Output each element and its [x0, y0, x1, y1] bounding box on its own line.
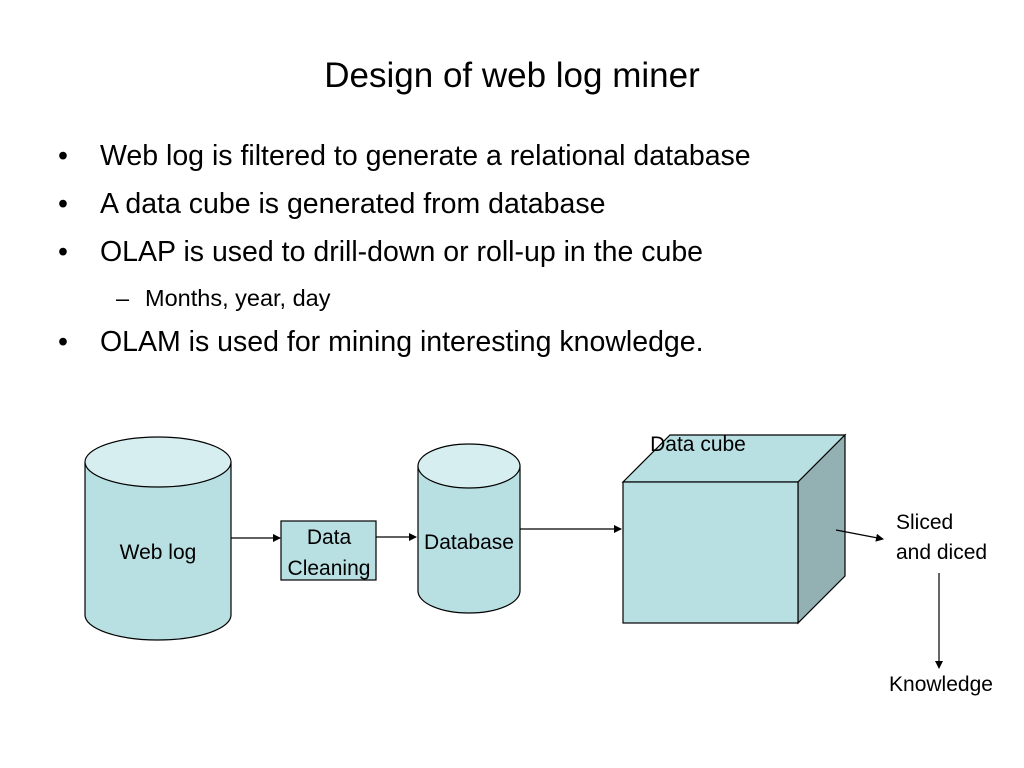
- data-cleaning-box: Data Cleaning: [280, 520, 377, 581]
- database-cylinder: Database: [417, 443, 521, 614]
- bullet-item: • A data cube is generated from database: [58, 184, 605, 224]
- cleaning-label-line1: Data: [307, 526, 352, 549]
- sub-bullet-text: Months, year, day: [145, 285, 331, 311]
- bullet-mark: •: [58, 188, 68, 220]
- bullet-mark: •: [58, 236, 68, 268]
- sliced-label-line1: Sliced: [896, 511, 953, 534]
- sub-bullet-item: –Months, year, day: [116, 282, 331, 314]
- bullet-text: Web log is filtered to generate a relati…: [100, 140, 751, 172]
- sliced-label-line2: and diced: [896, 541, 987, 564]
- web-log-cylinder: Web log: [84, 436, 232, 641]
- knowledge-label: Knowledge: [889, 673, 993, 696]
- sub-bullet-mark: –: [116, 285, 130, 311]
- cleaning-label-line2: Cleaning: [288, 557, 371, 580]
- bullet-item: • Web log is filtered to generate a relat…: [58, 136, 751, 176]
- slide-title: Design of web log miner: [324, 56, 700, 95]
- arrow-cube-to-sliced: [835, 529, 884, 542]
- data-cube-label: Data cube: [650, 433, 746, 456]
- data-cube: Data cube: [621, 433, 847, 625]
- bullet-item: • OLAP is used to drill-down or roll-up i…: [58, 232, 703, 272]
- bullet-mark: •: [58, 326, 68, 358]
- bullet-text: A data cube is generated from database: [100, 188, 606, 220]
- web-log-label: Web log: [120, 541, 197, 564]
- database-label: Database: [424, 531, 514, 554]
- bullet-text: OLAM is used for mining interesting know…: [100, 326, 704, 358]
- bullet-item: • OLAM is used for mining interesting kno…: [58, 322, 704, 362]
- bullet-text: OLAP is used to drill-down or roll-up in…: [100, 236, 704, 268]
- bullet-mark: •: [58, 140, 68, 172]
